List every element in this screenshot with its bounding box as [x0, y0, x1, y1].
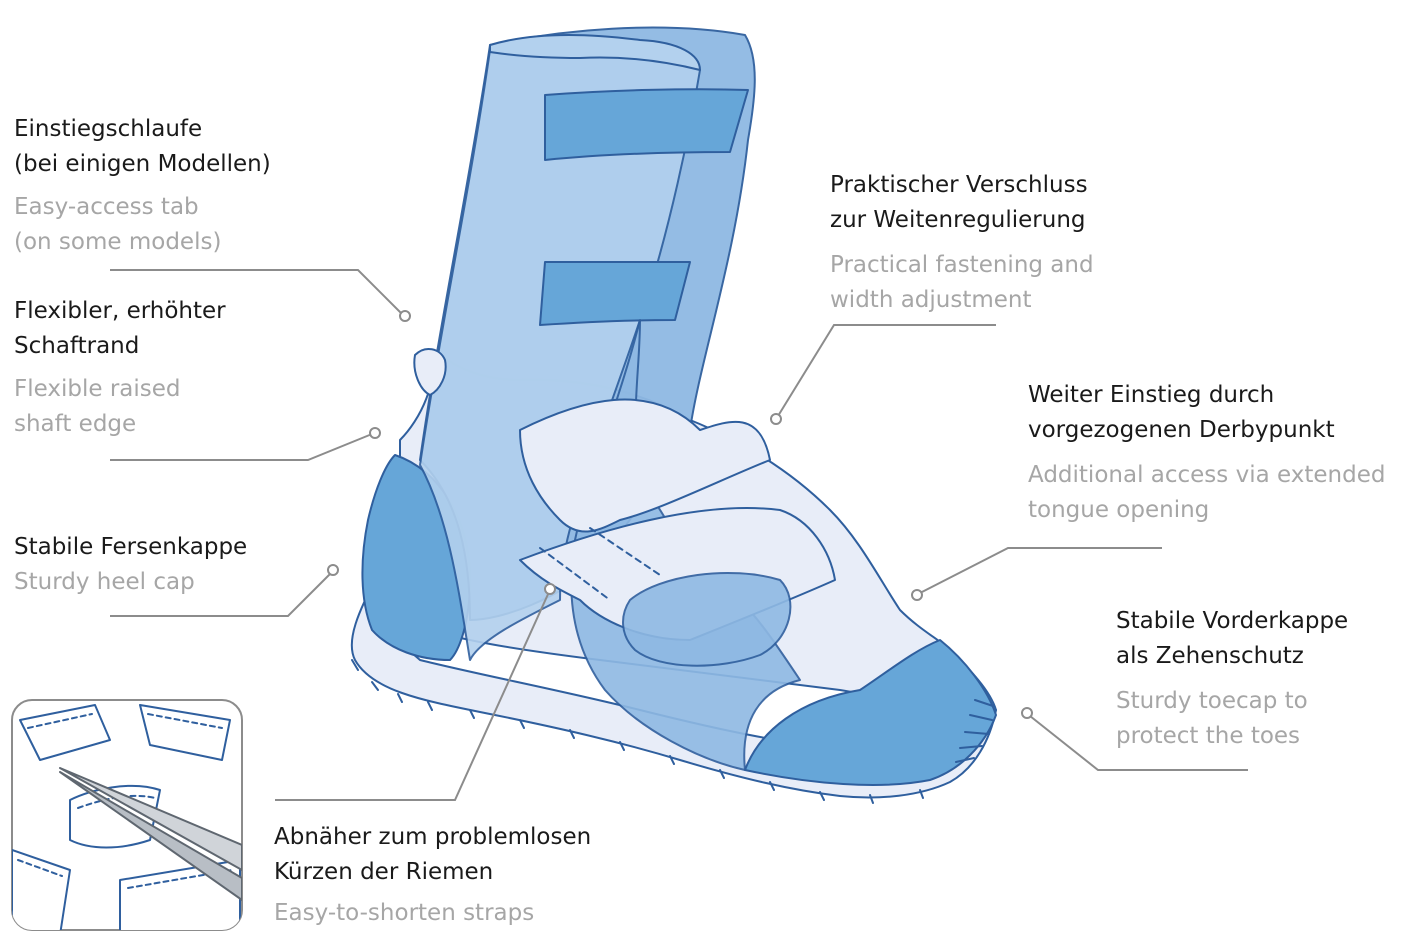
leader-entry-dot [912, 590, 922, 600]
label-en: Additional access via extended [1028, 458, 1385, 493]
callout-heel-cap: Stabile Fersenkappe Sturdy heel cap [14, 530, 247, 600]
label-en: shaft edge [14, 407, 226, 442]
leader-closure-dot [771, 414, 781, 424]
label-en: Sturdy toecap to [1116, 684, 1348, 719]
leader-shaft-dot [370, 428, 380, 438]
label-de: Praktischer Verschluss [830, 168, 1094, 203]
callout-easy-access-tab: Einstiegschlaufe (bei einigen Modellen) … [14, 112, 271, 260]
label-de: Einstiegschlaufe [14, 112, 271, 147]
label-de: Stabile Fersenkappe [14, 530, 247, 565]
label-en: tongue opening [1028, 493, 1385, 528]
label-en: Sturdy heel cap [14, 565, 247, 600]
callout-straps: Abnäher zum problemlosen Kürzen der Riem… [274, 820, 591, 931]
label-en: width adjustment [830, 283, 1094, 318]
label-de: vorgezogenen Derbypunkt [1028, 413, 1385, 448]
callout-entry: Weiter Einstieg durch vorgezogenen Derby… [1028, 378, 1385, 528]
leader-closure [778, 325, 996, 416]
label-de: Abnäher zum problemlosen [274, 820, 591, 855]
label-de: zur Weitenregulierung [830, 203, 1094, 238]
leader-entry [920, 548, 1162, 593]
shaft-strap-lower [540, 262, 690, 325]
label-de: Kürzen der Riemen [274, 855, 591, 890]
label-de: Schaftrand [14, 329, 226, 364]
label-de: Flexibler, erhöhter [14, 294, 226, 329]
label-en: Flexible raised [14, 372, 226, 407]
label-en: Easy-access tab [14, 190, 271, 225]
label-de: als Zehenschutz [1116, 639, 1348, 674]
leader-heel-dot [328, 565, 338, 575]
callout-shaft-edge: Flexibler, erhöhter Schaftrand Flexible … [14, 294, 226, 442]
label-en: Easy-to-shorten straps [274, 896, 591, 931]
callout-toecap: Stabile Vorderkappe als Zehenschutz Stur… [1116, 604, 1348, 754]
strap-shortening-inset [12, 700, 242, 934]
label-en: protect the toes [1116, 719, 1348, 754]
leader-tab-dot [400, 311, 410, 321]
label-de: Stabile Vorderkappe [1116, 604, 1348, 639]
leader-toecap-dot [1022, 708, 1032, 718]
label-de: (bei einigen Modellen) [14, 147, 271, 182]
orthopedic-boot-illustration [352, 28, 996, 803]
callout-closure: Praktischer Verschluss zur Weitenregulie… [830, 168, 1094, 318]
label-en: Practical fastening and [830, 248, 1094, 283]
label-en: (on some models) [14, 225, 271, 260]
label-de: Weiter Einstieg durch [1028, 378, 1385, 413]
leader-straps-dot [545, 584, 555, 594]
shaft-strap-upper [545, 89, 748, 160]
